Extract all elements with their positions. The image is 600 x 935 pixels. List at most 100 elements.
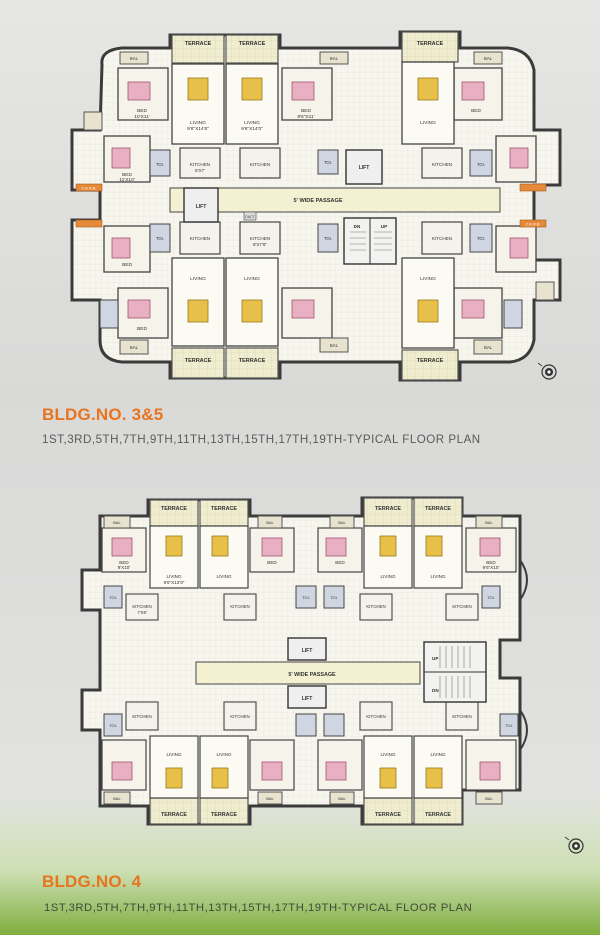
kitchen-label: KITCHEN (132, 604, 151, 609)
terrace-bottom-left (171, 347, 225, 379)
bed-label: BED (122, 172, 132, 178)
terraces (149, 497, 463, 825)
living-label: LIVING (430, 574, 445, 579)
living-label: LIVING (420, 276, 436, 282)
bal-label: BAL (484, 56, 493, 61)
bed-label: BED (137, 326, 147, 332)
north-compass-icon (564, 836, 584, 854)
terrace-top-mid (225, 34, 279, 64)
bay-window (519, 709, 528, 751)
living-label: LIVING (190, 276, 206, 282)
bay-window (519, 559, 528, 601)
kitchen-label: KITCHEN (366, 714, 385, 719)
balconies (83, 51, 555, 355)
floor-plan-subtitle: 1ST,3RD,5TH,7TH,9TH,11TH,13TH,15TH,17TH,… (44, 902, 473, 914)
terrace-label: TERRACE (425, 812, 451, 818)
toilet-label: TOI. (109, 595, 117, 600)
living-rooms (171, 61, 455, 349)
north-compass-icon (537, 362, 557, 380)
kitchen-label: KITCHEN (452, 714, 471, 719)
stair-up-label: UP (432, 656, 438, 661)
terrace-label: TERRACE (425, 506, 451, 512)
lift-label: LIFT (359, 165, 370, 171)
bed-label: BED (137, 108, 147, 114)
bal-label: BAL (338, 520, 346, 525)
duct (243, 211, 257, 221)
sofa-icons (187, 77, 439, 323)
terrace-label: TERRACE (417, 41, 444, 47)
passage-label: 5' WIDE PASSAGE (293, 198, 342, 204)
sofa-icons (165, 535, 443, 789)
bal-label: BAL (266, 520, 274, 525)
lift-top (287, 637, 327, 661)
lift-right (345, 149, 383, 185)
bal-label: BAL (330, 343, 339, 348)
kitchen-label: KITCHEN (432, 236, 452, 241)
terrace-label: TERRACE (211, 506, 237, 512)
toilet-label: TOI. (505, 723, 513, 728)
passage-label: 5' WIDE PASSAGE (288, 672, 336, 678)
cb-fb-strips (75, 183, 547, 228)
bal-label: BAL (484, 345, 493, 350)
toilet-label: TOI. (156, 162, 164, 167)
lift-bottom (287, 685, 327, 709)
bal-label: BAL (338, 796, 346, 801)
kitchen-label: KITCHEN (132, 714, 151, 719)
stair-dn-label: DN (432, 688, 439, 693)
balconies (103, 515, 503, 805)
lift-label: LIFT (302, 648, 313, 654)
bed-icons (111, 81, 529, 319)
toilets (103, 585, 519, 737)
living-label: LIVING (166, 574, 181, 579)
living-label: LIVING (430, 752, 445, 757)
living-label: LIVING (380, 752, 395, 757)
bed-dim: 9'X10' (118, 565, 131, 570)
terrace-label: TERRACE (239, 41, 266, 47)
stair-dn-label: DN (354, 224, 361, 229)
building-title: BLDG.NO. 4 (42, 872, 142, 891)
living-dim: 9'6"X14'6" (187, 126, 209, 132)
terrace-label: TERRACE (375, 506, 401, 512)
living-label: LIVING (190, 120, 206, 126)
kitchen-label: KITCHEN (432, 162, 452, 167)
living-dim: 9'6"X14'0" (241, 126, 263, 132)
terrace-bottom-mid (225, 347, 279, 379)
living-label: LIVING (380, 574, 395, 579)
toilet-label: TOI. (324, 160, 332, 165)
terrace-label: TERRACE (161, 812, 187, 818)
toilet-label: TOI. (330, 595, 338, 600)
living-label: LIVING (216, 752, 231, 757)
toilet-label: TOI. (302, 595, 310, 600)
bed-dim: 10'X11' (134, 114, 149, 120)
bal-label: BAL (330, 56, 339, 61)
bed-dim: 9'6"X11' (297, 114, 314, 120)
kitchen-label: KITCHEN (250, 236, 270, 241)
bal-label: BAL (113, 796, 121, 801)
bal-label: BAL (485, 520, 493, 525)
floor-plan-subtitle: 1ST,3RD,5TH,7TH,9TH,11TH,13TH,15TH,17TH,… (42, 433, 481, 446)
toilet-label: TOI. (487, 595, 495, 600)
kitchen-dim: 7'X8' (137, 610, 147, 615)
toilets (99, 149, 523, 329)
toilet-label: TOI. (109, 723, 117, 728)
living-label: LIVING (166, 752, 181, 757)
kitchen-label: KITCHEN (230, 604, 249, 609)
kitchen-label: KITCHEN (366, 604, 385, 609)
bed-icons (111, 537, 501, 781)
kitchen-label: KITCHEN (230, 714, 249, 719)
central-passage (169, 187, 501, 213)
duct-label: DUCT (245, 215, 254, 219)
terrace-top-right (401, 31, 459, 63)
terrace-label: TERRACE (239, 358, 266, 364)
bed-label: BED (119, 560, 129, 565)
staircase (343, 217, 397, 265)
living-dim: 9'6"X13'9" (164, 580, 185, 585)
kitchens (125, 593, 479, 731)
kitchen-label: KITCHEN (190, 162, 210, 167)
living-label: LIVING (216, 574, 231, 579)
bal-label: BAL (130, 56, 139, 61)
lift-label: LIFT (302, 696, 313, 702)
central-passage (195, 661, 421, 685)
bal-label: BAL (113, 520, 121, 525)
bed-label: BED (267, 560, 277, 565)
